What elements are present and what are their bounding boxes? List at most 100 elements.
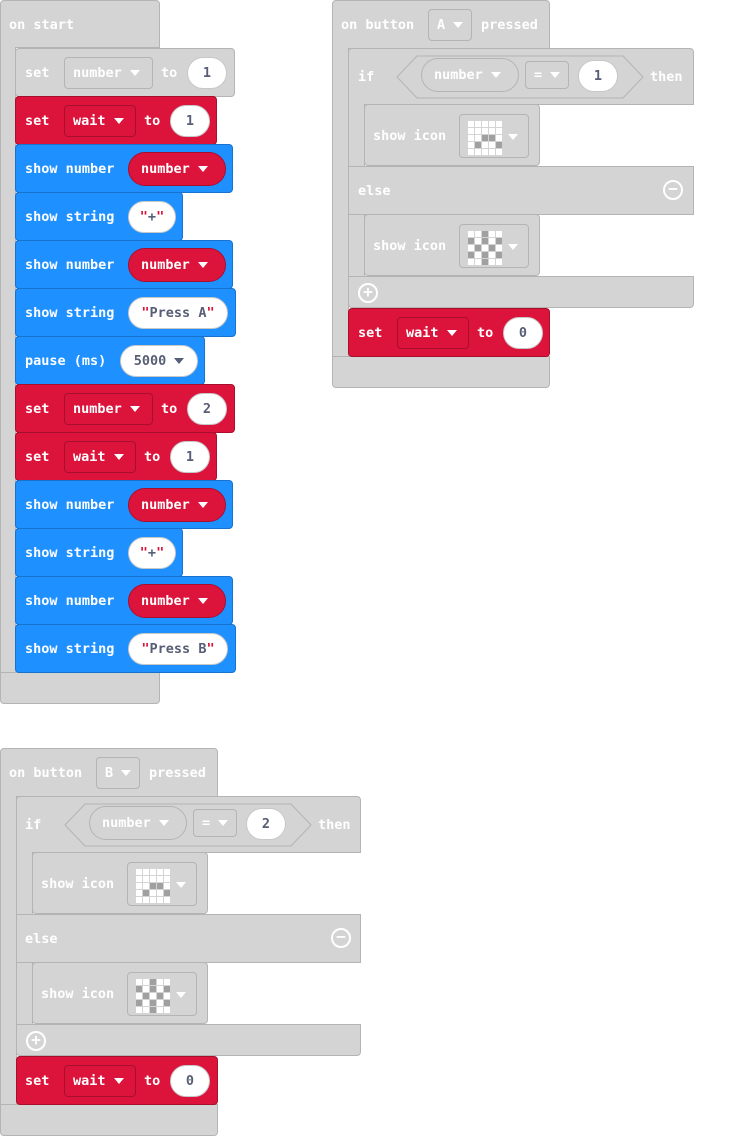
duration-value: 5000 (133, 353, 167, 369)
string-value: Press A (149, 305, 207, 321)
show-icon-block[interactable]: show icon (32, 852, 208, 914)
led-pixel (489, 252, 495, 258)
on-button-b-event-block[interactable]: on button B pressed (0, 748, 218, 797)
led-pixel (164, 1000, 170, 1006)
led-pixel (150, 1007, 156, 1013)
variable-dropdown-wait[interactable]: wait (64, 441, 136, 473)
show-string-block[interactable]: show string "+" (15, 528, 183, 577)
value-input[interactable]: 0 (503, 317, 543, 349)
led-pixel (496, 259, 502, 265)
led-pixel (482, 128, 488, 134)
value-text: 2 (202, 401, 212, 417)
led-pixel (164, 1007, 170, 1013)
set-wait-block[interactable]: set wait to 0 (16, 1056, 218, 1105)
string-input[interactable]: "Press A" (128, 297, 228, 329)
led-pixel (143, 890, 149, 896)
string-input[interactable]: "+" (128, 201, 176, 233)
variable-reporter-number[interactable]: number (128, 248, 226, 282)
led-pixel (157, 986, 163, 992)
show-icon-block[interactable]: show icon (364, 214, 540, 276)
if-footer: + (16, 1024, 361, 1056)
operator-dropdown[interactable]: = (525, 61, 569, 89)
value-input[interactable]: 1 (170, 441, 210, 473)
on-button-a-event-block[interactable]: on button A pressed (332, 0, 550, 49)
string-value: + (147, 209, 157, 225)
variable-name: number (141, 497, 190, 513)
remove-else-icon[interactable]: − (331, 928, 351, 948)
value-input[interactable]: 1 (187, 57, 227, 89)
chevron-down-icon (129, 70, 140, 76)
variable-reporter-number[interactable]: number (421, 58, 519, 92)
value-input[interactable]: 0 (170, 1065, 210, 1097)
set-wait-block[interactable]: set wait to 1 (15, 432, 217, 481)
set-wait-block[interactable]: set wait to 1 (15, 96, 217, 145)
show-number-block[interactable]: show number number (15, 240, 233, 289)
variable-dropdown-wait[interactable]: wait (397, 317, 469, 349)
show-icon-block[interactable]: show icon (364, 104, 540, 166)
led-pixel (136, 869, 142, 875)
led-pixel (157, 1000, 163, 1006)
led-pixel (489, 245, 495, 251)
button-dropdown[interactable]: A (428, 9, 472, 41)
set-wait-block[interactable]: set wait to 0 (348, 308, 550, 357)
pause-label: pause (ms) (25, 353, 107, 369)
on-start-label: on start (9, 17, 75, 33)
icon-dropdown[interactable] (127, 862, 197, 906)
led-pixel (150, 890, 156, 896)
led-pixel (468, 128, 474, 134)
led-pixel (482, 238, 488, 244)
led-pixel (136, 986, 142, 992)
icon-dropdown[interactable] (459, 114, 529, 158)
show-string-block[interactable]: show string "Press A" (15, 288, 236, 337)
icon-dropdown[interactable] (127, 972, 197, 1016)
led-pixel (475, 135, 481, 141)
led-pixel (136, 890, 142, 896)
if-block[interactable]: if number = 1 then (348, 48, 694, 105)
show-icon-block[interactable]: show icon (32, 962, 208, 1024)
if-block[interactable]: if number = 2 then (16, 796, 361, 853)
led-pixel (150, 993, 156, 999)
operator-dropdown[interactable]: = (193, 809, 237, 837)
pause-duration-dropdown[interactable]: 5000 (120, 345, 198, 377)
on-start-event-block[interactable]: on start (0, 0, 160, 48)
variable-reporter-number[interactable]: number (128, 584, 226, 618)
string-input[interactable]: "Press B" (128, 633, 228, 665)
led-pixel (157, 897, 163, 903)
show-number-block[interactable]: show number number (15, 144, 233, 193)
add-else-icon[interactable]: + (26, 1031, 46, 1051)
add-else-icon[interactable]: + (358, 283, 378, 303)
show-number-block[interactable]: show number number (15, 480, 233, 529)
set-number-block[interactable]: set number to 2 (15, 384, 235, 433)
remove-else-icon[interactable]: − (663, 180, 683, 200)
set-number-block[interactable]: set number to 1 (15, 48, 235, 97)
to-label: to (144, 449, 161, 465)
led-pixel (475, 231, 481, 237)
chevron-down-icon (197, 502, 208, 508)
variable-reporter-number[interactable]: number (89, 806, 187, 840)
variable-dropdown-wait[interactable]: wait (64, 1065, 136, 1097)
show-string-block[interactable]: show string "+" (15, 192, 183, 241)
to-label: to (161, 65, 178, 81)
value-input[interactable]: 1 (170, 105, 210, 137)
compare-value-input[interactable]: 1 (578, 60, 618, 92)
on-button-label: on button (9, 765, 83, 781)
pause-block[interactable]: pause (ms) 5000 (15, 336, 205, 385)
icon-dropdown[interactable] (459, 224, 529, 268)
if-label: if (358, 69, 375, 85)
value-input[interactable]: 2 (187, 393, 227, 425)
variable-dropdown-wait[interactable]: wait (64, 105, 136, 137)
show-string-block[interactable]: show string "Press B" (15, 624, 236, 673)
variable-reporter-number[interactable]: number (128, 488, 226, 522)
variable-reporter-number[interactable]: number (128, 152, 226, 186)
if-footer: + (348, 276, 694, 308)
compare-value-input[interactable]: 2 (246, 808, 286, 840)
show-number-block[interactable]: show number number (15, 576, 233, 625)
variable-name: wait (73, 449, 106, 465)
led-pixel (489, 259, 495, 265)
on-button-label: on button (341, 17, 415, 33)
variable-dropdown-number[interactable]: number (64, 57, 153, 89)
string-input[interactable]: "+" (128, 537, 176, 569)
button-dropdown[interactable]: B (96, 757, 140, 789)
show-string-label: show string (25, 209, 115, 225)
variable-dropdown-number[interactable]: number (64, 393, 153, 425)
